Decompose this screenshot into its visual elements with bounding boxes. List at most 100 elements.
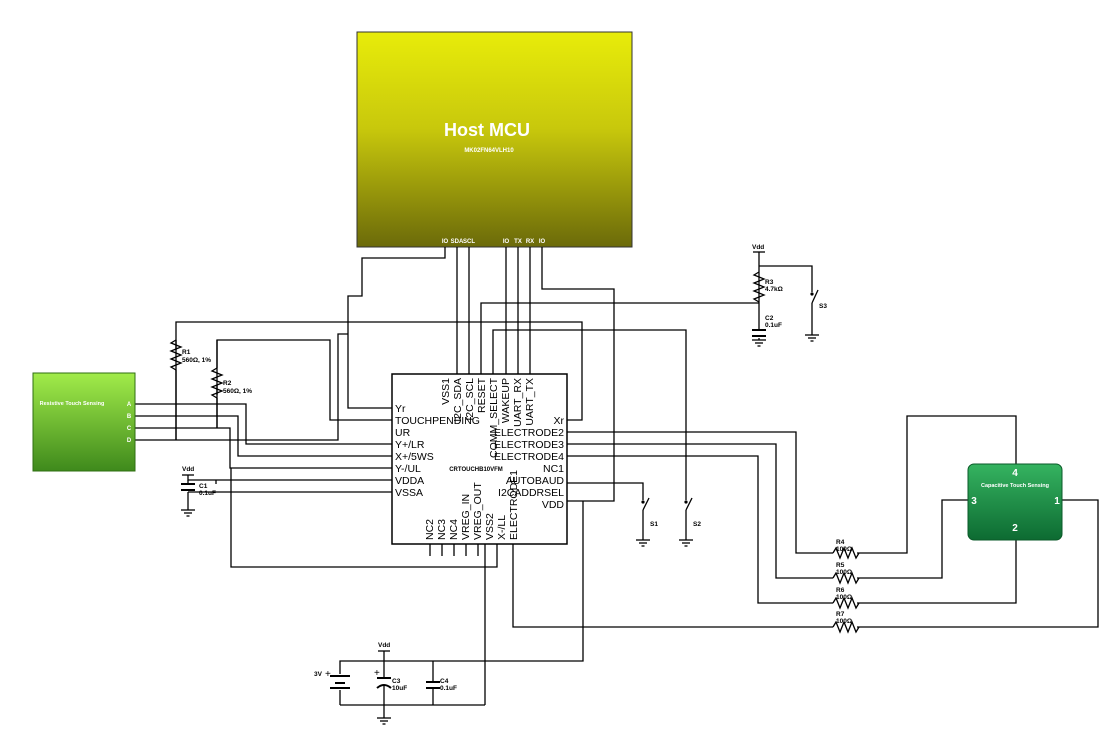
ic-right-pin: ELECTRODE4 (494, 451, 564, 463)
c3-plus-sign: + (374, 668, 380, 679)
r5-resistor: R5 100Ω (832, 562, 860, 585)
r6-resistor: R6 100Ω (832, 587, 860, 610)
ic-top-pin: COMM_SELECT (488, 377, 500, 458)
ic-left-pin: TOUCHPENDING (395, 415, 480, 427)
resistive-pin-a: A (127, 402, 132, 408)
ic-right-pin: ELECTRODE2 (494, 427, 564, 439)
ic-bottom-pin: VREG_OUT (472, 482, 484, 540)
ic-top-pin: I2C_SCL (464, 378, 476, 421)
r4-value: 100Ω (836, 546, 852, 553)
resistive-pin-c: C (127, 426, 132, 432)
ic-left-pin: Y+/LR (395, 439, 425, 451)
vdd-label: Vdd (378, 642, 390, 649)
vdd-supply: Vdd (378, 642, 390, 652)
ground-symbol (377, 717, 391, 725)
ic-left-pin: VDDA (395, 475, 424, 487)
host-pin-label: RX (526, 239, 534, 245)
ic-right-pin: ELECTRODE3 (494, 439, 564, 451)
ic-left-pin: X+/5WS (395, 451, 434, 463)
ic-bottom-pin: NC4 (448, 519, 460, 540)
capacitive-pin-3: 3 (971, 496, 977, 507)
ic-left-pin: Yr (395, 403, 406, 415)
c4-name: C4 (440, 678, 449, 685)
r5-value: 100Ω (836, 569, 852, 576)
capacitive-pin-2: 2 (1012, 523, 1018, 534)
ic-bottom-pin: NC3 (436, 519, 448, 540)
ic-left-pin: UR (395, 427, 411, 439)
s3-label: S3 (819, 303, 827, 310)
ic-top-pin: I2C_SDA (452, 378, 464, 422)
r4-resistor: R4 100Ω (832, 539, 860, 560)
r6-value: 100Ω (836, 594, 852, 601)
host-pin-label: IO (539, 239, 546, 245)
r5-name: R5 (836, 562, 845, 569)
r4-name: R4 (836, 539, 845, 546)
c3-name: C3 (392, 678, 401, 685)
ground-symbol (752, 339, 766, 347)
r7-value: 100Ω (836, 618, 852, 625)
resistive-pin-b: B (127, 414, 132, 420)
host-pin-label: IO (442, 239, 449, 245)
host-pin-label: SDA (451, 239, 464, 245)
ic-left-pin: Y-/UL (395, 463, 421, 475)
ic-right-pin: VDD (542, 499, 565, 511)
vdd-label: Vdd (182, 466, 194, 473)
ic-bottom-pin: NC2 (424, 519, 436, 540)
ground-symbol (636, 539, 650, 547)
capacitive-title: Capacitive Touch Sensing (981, 483, 1049, 489)
r1-resistor: R1 560Ω, 1% (169, 339, 211, 440)
ic-left-pin: VSSA (395, 487, 423, 499)
c1-capacitor: C1 0.1uF (181, 483, 216, 497)
ic-top-pin: RESET (476, 377, 488, 413)
battery-3v: + 3V (314, 669, 350, 689)
ic-bottom-pin: VREG_IN (460, 494, 472, 540)
ic-top-pin: UART_TX (524, 378, 536, 426)
c1-name: C1 (199, 483, 208, 490)
r2-name: R2 (223, 380, 232, 387)
s3-switch: S3 (810, 289, 827, 310)
c2-capacitor: C2 0.1uF (752, 315, 782, 337)
battery-label: 3V (314, 671, 323, 678)
s2-switch: S2 (684, 497, 701, 528)
c3-value: 10uF (392, 685, 407, 692)
r6-name: R6 (836, 587, 845, 594)
r1-name: R1 (182, 349, 191, 356)
host-mcu-part: MK02FN64VLH10 (464, 148, 514, 154)
c2-name: C2 (765, 315, 774, 322)
ic-top-pin: VSS1 (440, 378, 452, 405)
host-pin-label: IO (503, 239, 510, 245)
battery-plus-sign: + (325, 669, 331, 680)
ic-right-pin: Xr (554, 415, 565, 427)
c3-capacitor: + C3 10uF (374, 668, 407, 692)
r2-value: 560Ω, 1% (223, 388, 252, 395)
r7-resistor: R7 100Ω (832, 611, 860, 634)
vdd-supply: Vdd (182, 466, 194, 476)
ic-right-pin: NC1 (543, 463, 564, 475)
ic-part-label: CRTOUCHB10VFM (449, 467, 503, 473)
s1-switch: S1 (641, 497, 658, 528)
r7-name: R7 (836, 611, 845, 618)
controller-ic: Yr TOUCHPENDING UR Y+/LR X+/5WS Y-/UL VD… (391, 373, 568, 556)
r3-name: R3 (765, 279, 774, 286)
ic-top-pin: WAKEUP (500, 378, 512, 423)
r2-resistor: R2 560Ω, 1% (210, 340, 252, 428)
s1-label: S1 (650, 521, 658, 528)
c1-value: 0.1uF (199, 490, 216, 497)
ic-right-pin: AUTOBAUD (506, 475, 565, 487)
host-mcu-title: Host MCU (444, 120, 530, 140)
ic-right-pin: I2CADDRSEL (498, 487, 564, 499)
resistive-title: Resistive Touch Sensing (40, 401, 105, 407)
capacitive-pin-1: 1 (1054, 496, 1060, 507)
c4-capacitor: C4 0.1uF (426, 678, 457, 692)
host-pin-label: TX (514, 239, 522, 245)
ground-symbol (181, 509, 195, 517)
capacitive-touch-block: Capacitive Touch Sensing 4 3 1 2 (967, 463, 1063, 541)
ground-symbol (679, 539, 693, 547)
host-pin-label: SCL (463, 239, 475, 245)
r3-value: 4.7kΩ (765, 286, 783, 293)
r1-value: 560Ω, 1% (182, 357, 211, 364)
s2-label: S2 (693, 521, 701, 528)
ground-symbol (805, 334, 819, 342)
r3-resistor: R3 4.7kΩ (752, 271, 783, 303)
